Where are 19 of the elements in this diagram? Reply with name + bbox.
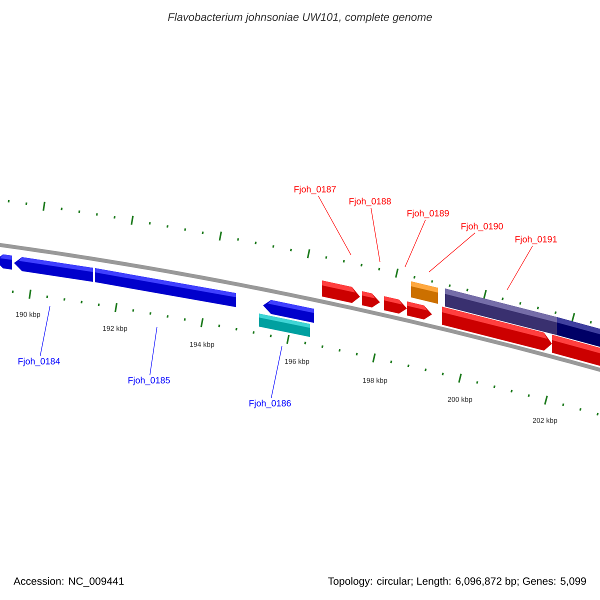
gene-label: Fjoh_0185 [128, 376, 170, 386]
gene-label: Fjoh_0184 [18, 358, 60, 366]
leader-line [428, 232, 476, 272]
leader-line [404, 220, 426, 268]
gene-label: Fjoh_0191 [515, 236, 557, 244]
gene-label: Fjoh_0186 [249, 400, 291, 408]
leader-line [150, 326, 158, 376]
leader-line [40, 306, 50, 356]
footer-text: Topology: circular; Length: 6,096,872 bp; Genes: 5,099 [328, 577, 586, 587]
leader-line [270, 346, 282, 398]
gene-label: Fjoh_0189 [407, 210, 449, 218]
footer-text: Accession: NC_009441 [14, 577, 124, 587]
leader-line [370, 208, 380, 262]
gene-label: Fjoh_0187 [294, 186, 336, 194]
leader-line [318, 196, 352, 256]
leader-line [506, 246, 533, 290]
gene-label: Fjoh_0190 [461, 222, 503, 232]
gene-label: Fjoh_0188 [349, 198, 391, 206]
title: Flavobacterium johnsoniae UW101, complete genome [168, 12, 432, 24]
